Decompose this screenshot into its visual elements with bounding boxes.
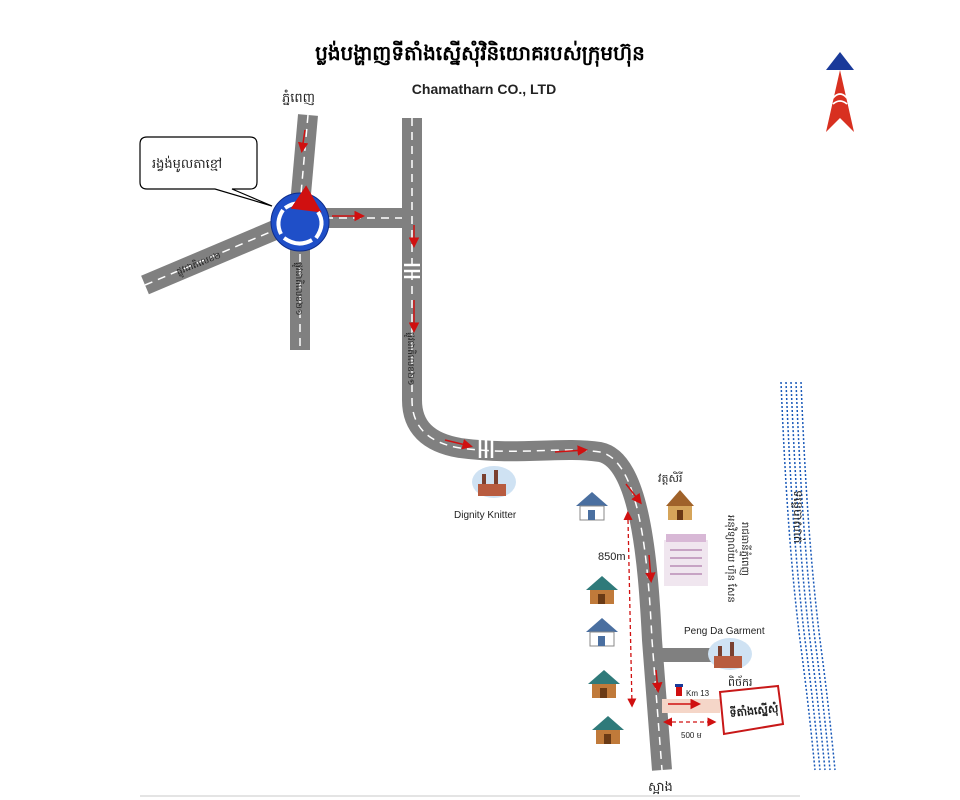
river-label: ទន្លេបាសាក់	[791, 490, 806, 543]
north-arrow-icon	[826, 52, 854, 132]
company-name: Chamatharn CO., LTD	[412, 81, 556, 97]
site-label: ទីតាំងស្នើសុំ	[729, 701, 780, 721]
house-icon	[576, 492, 608, 521]
roundabout-callout-text: រង្វង់មូលតាខ្មៅ	[152, 155, 222, 173]
factory-2-label: Peng Da Garment	[684, 626, 765, 637]
road-main-label: ផ្លូវជាតិលេខ២១	[404, 332, 417, 386]
place-north: ភ្នំពេញ	[282, 89, 315, 106]
school-label: អនុវិទ្យាល័យ ហ៊ុន សែន	[724, 515, 738, 603]
roundabout-callout: រង្វង់មូលតាខ្មៅ	[139, 136, 273, 207]
factory-icon	[472, 466, 516, 498]
route-arrows	[297, 129, 701, 710]
factory-icon	[708, 638, 752, 670]
factory-1-label: Dignity Knitter	[454, 510, 517, 521]
factory-2-sub-label: ពិច័ករ	[728, 675, 752, 689]
pagoda-label: វត្តសិរី	[658, 471, 682, 485]
school-sub-label: រាជធានីភ្នំពេញ	[739, 522, 752, 576]
place-south: ស្អាង	[648, 779, 673, 795]
km-marker-icon	[675, 684, 683, 696]
distance-500-label: 500 ម	[681, 731, 702, 740]
house-icon	[586, 576, 618, 604]
distance-850-label: 850m	[598, 551, 626, 563]
requested-site: ទីតាំងស្នើសុំ	[718, 684, 785, 736]
house-icon	[592, 716, 624, 744]
river	[780, 381, 836, 771]
km-marker-label: Km 13	[686, 689, 710, 698]
pagoda-icon	[666, 490, 694, 520]
distance-500: 500 ម	[662, 717, 717, 740]
house-icon	[586, 618, 618, 647]
road-south-label: ផ្លូវជាតិលេខ២១	[292, 262, 305, 316]
roundabout-icon	[270, 185, 330, 252]
map-title: ប្លង់បង្ហាញទីតាំងស្នើសុំវិនិយោគរបស់ក្រុម…	[315, 40, 645, 67]
road-network	[141, 114, 720, 771]
house-icon	[588, 670, 620, 698]
school-icon	[664, 534, 708, 586]
distance-850: 850m	[598, 510, 637, 708]
